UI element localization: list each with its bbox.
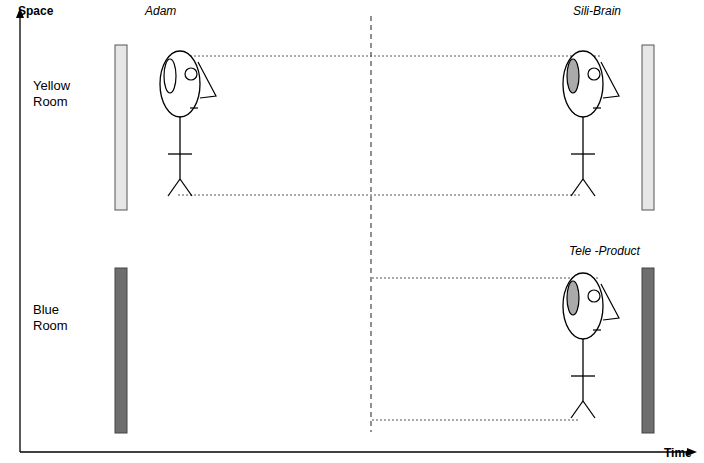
yellow-room-bar	[115, 45, 127, 210]
figure-name: Adam	[145, 4, 205, 19]
adam-figure	[160, 51, 216, 196]
figure-eye	[567, 59, 579, 93]
time-axis	[20, 451, 690, 452]
space-axis	[19, 14, 20, 452]
time-divider	[370, 16, 371, 432]
figure-eye	[164, 59, 176, 93]
room-label: Blue Room	[33, 302, 83, 335]
sili-brain-figure	[563, 51, 619, 196]
extent-line	[178, 195, 580, 196]
extent-line	[372, 420, 580, 421]
room-label: Yellow Room	[33, 78, 93, 111]
axis-label: Time	[664, 446, 704, 461]
blue-room-bar	[115, 268, 127, 433]
tele-product-figure	[563, 273, 619, 418]
yellow-room-bar	[642, 45, 654, 210]
axis-label: Space	[18, 4, 78, 19]
figure-name: Tele -Product	[569, 244, 659, 259]
blue-room-bar	[642, 268, 654, 433]
extent-line	[178, 56, 600, 57]
figure-eye	[567, 281, 579, 315]
extent-line	[372, 278, 600, 279]
figure-name: Sili-Brain	[573, 4, 653, 19]
